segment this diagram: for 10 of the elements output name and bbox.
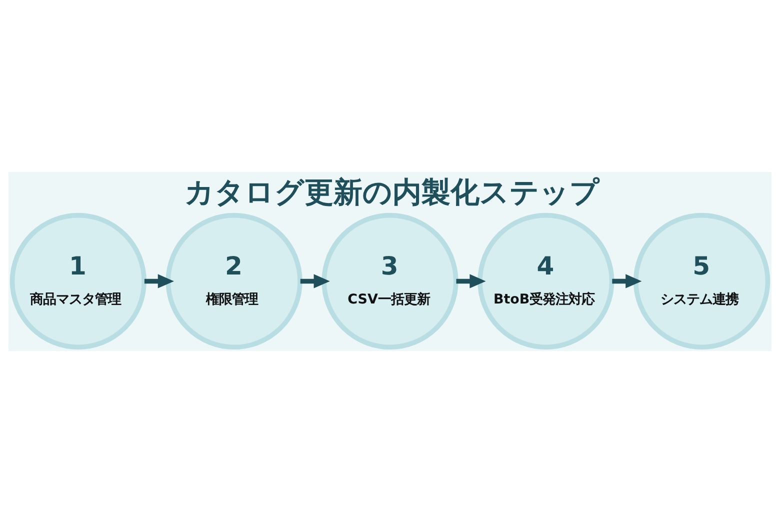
node-circle: 1 商品マスタ管理 [10,212,147,350]
node-circle: 4 BtoB受発注対応 [478,212,614,350]
arrow [144,274,174,288]
diagram-title: カタログ更新の内製化ステップ [184,174,600,209]
node-circle: 3 CSV一括更新 [322,212,458,350]
arrow [456,274,486,288]
arrow [300,274,330,288]
node-circle: 5 システム連携 [633,212,770,350]
arrow [612,274,642,288]
node-circle: 2 権限管理 [166,212,302,350]
